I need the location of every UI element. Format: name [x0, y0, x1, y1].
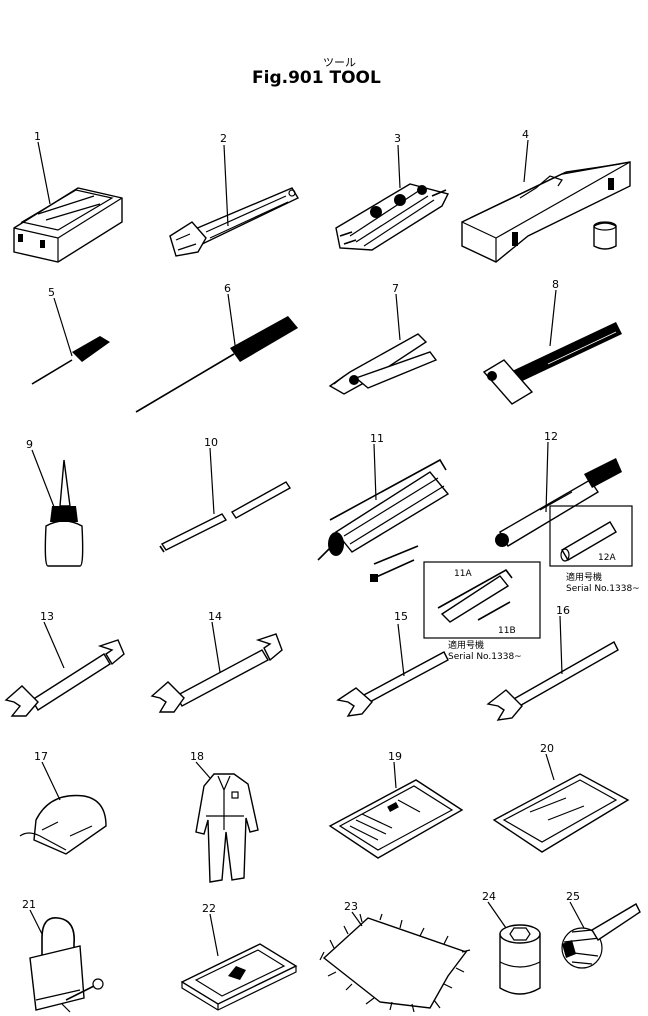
- callout-21: 21: [22, 898, 36, 911]
- double-end-wrench-14-icon: [150, 633, 283, 713]
- hammer-icon: [482, 321, 622, 405]
- single-end-wrench-16-icon: [486, 641, 619, 721]
- padlock-icon: [29, 917, 104, 1013]
- callout-22: 22: [202, 902, 216, 915]
- callout-24: 24: [482, 890, 496, 903]
- callout-17: 17: [34, 750, 48, 763]
- callout-20: 20: [540, 742, 554, 755]
- callout-4: 4: [522, 128, 529, 141]
- manual-icon: [328, 779, 464, 859]
- coverall-icon: [195, 773, 259, 883]
- callout-11b: 11B: [498, 626, 516, 636]
- grease-gun-icon: [317, 458, 450, 582]
- callout-10: 10: [204, 436, 218, 449]
- wrench-set-pouch-icon: [335, 183, 450, 251]
- callout-25: 25: [566, 890, 580, 903]
- callout-6: 6: [224, 282, 231, 295]
- plate-case-icon: [180, 943, 298, 1011]
- serial-note-11: Serial No.1338~: [448, 652, 522, 662]
- figure-kana: ツール: [323, 56, 356, 69]
- serial-note-12: Serial No.1338~: [566, 584, 640, 594]
- callout-23: 23: [344, 900, 358, 913]
- tool-box-small-icon: [13, 187, 123, 263]
- callout-11: 11: [370, 432, 384, 445]
- callout-11a: 11A: [454, 569, 472, 579]
- bar-pair-icon: [159, 481, 292, 553]
- callout-14: 14: [208, 610, 222, 623]
- double-end-wrench-13-icon: [4, 639, 125, 717]
- callout-15: 15: [394, 610, 408, 623]
- callout-8: 8: [552, 278, 559, 291]
- callout-2: 2: [220, 132, 227, 145]
- cap-icon: [19, 794, 107, 855]
- screwdriver-large-icon: [135, 316, 298, 413]
- adjustable-wrench-icon: [169, 187, 299, 257]
- figure-title: Fig.901 TOOL: [252, 68, 381, 88]
- cloth-icon: [319, 913, 471, 1013]
- grease-gun-inset: [423, 561, 541, 639]
- callout-5: 5: [48, 286, 55, 299]
- callout-3: 3: [394, 132, 401, 145]
- holder-plate-icon: [492, 773, 630, 853]
- callout-9: 9: [26, 438, 33, 451]
- single-end-wrench-15-icon: [336, 651, 449, 717]
- callout-12: 12: [544, 430, 558, 443]
- callout-12a: 12A: [598, 553, 616, 563]
- pliers-icon: [328, 333, 438, 395]
- callout-18: 18: [190, 750, 204, 763]
- serial-kanji-12: 適用号機: [566, 571, 602, 583]
- callout-16: 16: [556, 604, 570, 617]
- callout-1: 1: [34, 130, 41, 143]
- socket-icon: [499, 924, 541, 995]
- callout-7: 7: [392, 282, 399, 295]
- filter-wrench-icon: [561, 903, 641, 969]
- callout-19: 19: [388, 750, 402, 763]
- screwdriver-small-icon: [31, 336, 110, 385]
- oil-can-icon: [44, 459, 84, 567]
- callout-13: 13: [40, 610, 54, 623]
- serial-kanji-11: 適用号機: [448, 639, 484, 651]
- extension-inset: [549, 505, 633, 567]
- extension-bar-icon: [495, 458, 622, 547]
- tool-box-large-icon: [461, 161, 631, 263]
